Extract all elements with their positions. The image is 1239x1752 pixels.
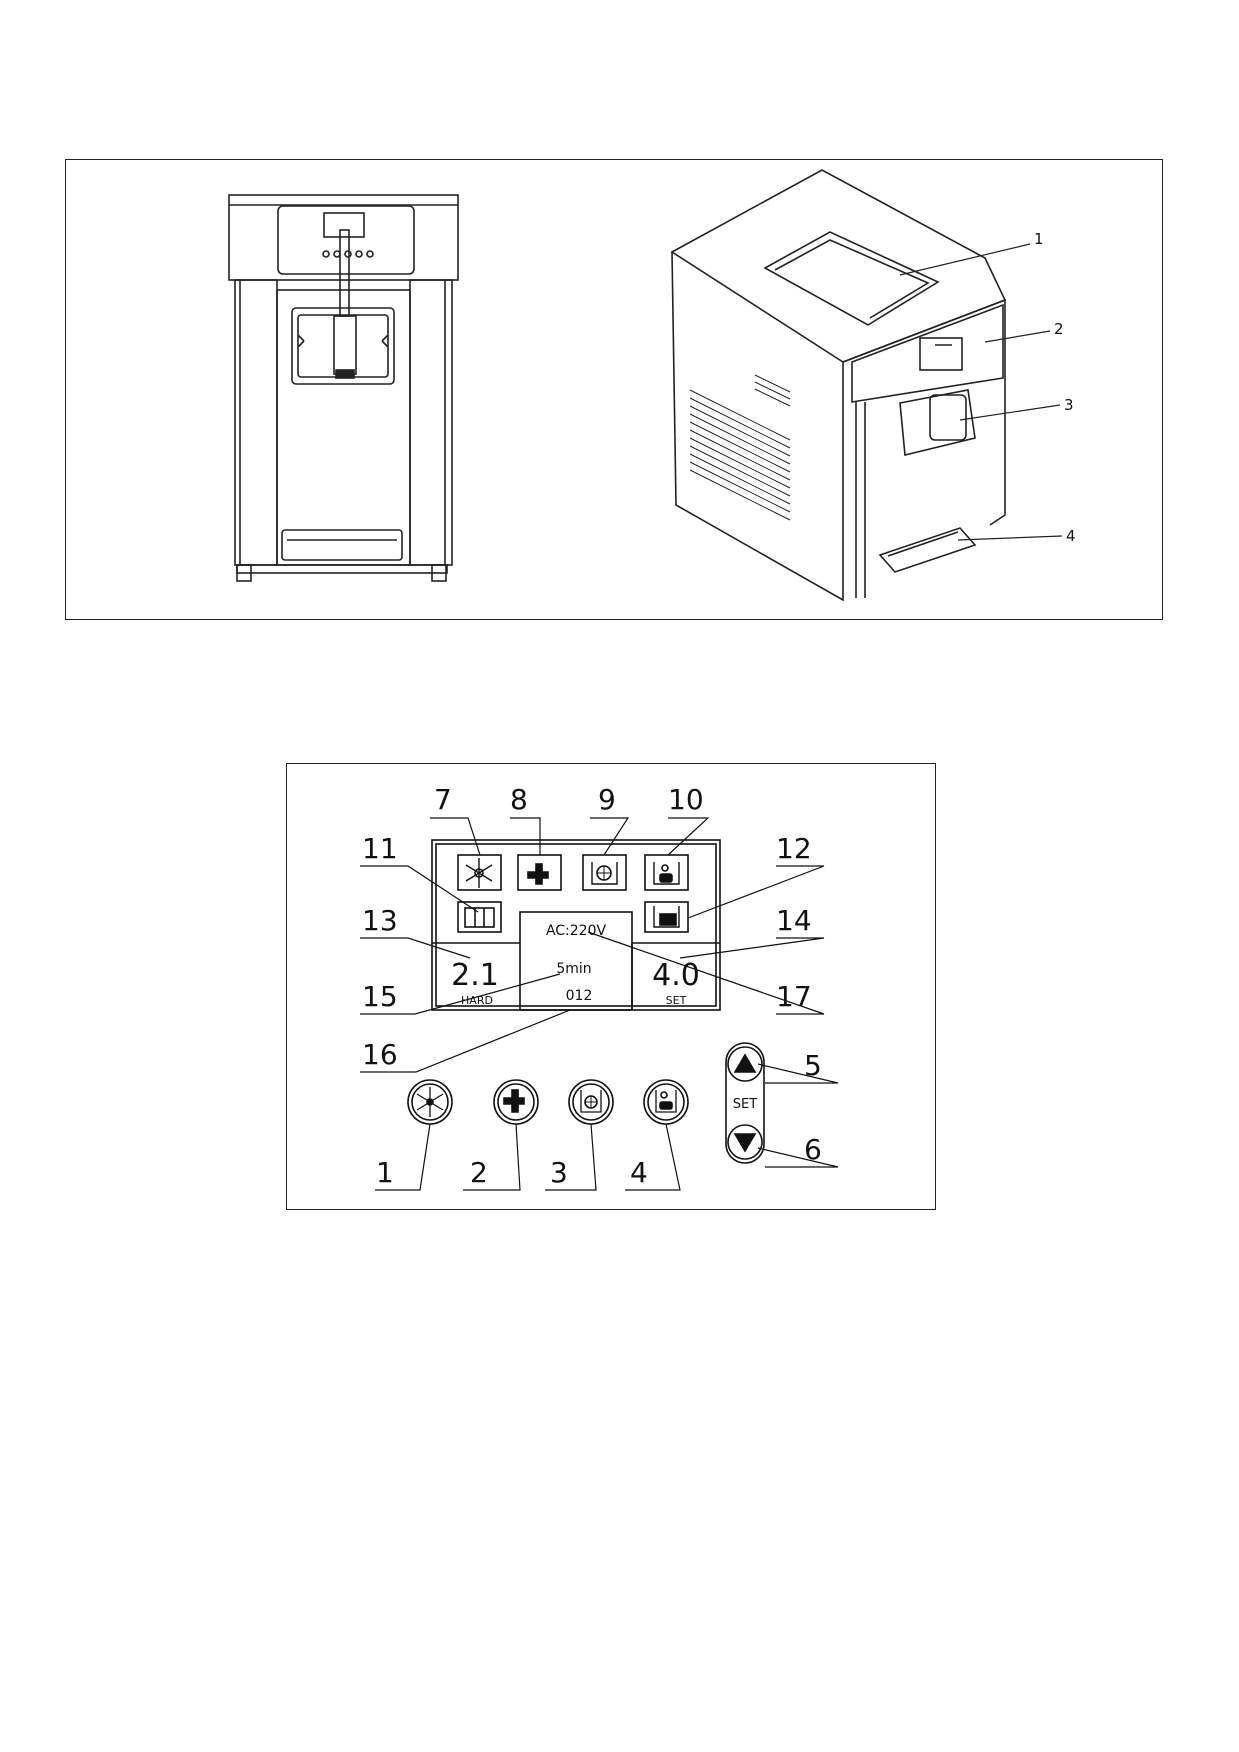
machine-callout-3: 3	[1064, 396, 1074, 414]
machine-diagram: 1 2 3 4	[228, 169, 1076, 602]
machine-perspective-view	[670, 169, 1007, 602]
machine-callout-1: 1	[1034, 230, 1044, 248]
front-panel-buttons	[322, 250, 374, 258]
vent-grille	[689, 374, 791, 521]
machine-callout-2: 2	[1054, 320, 1064, 338]
machine-diagram-frame	[65, 159, 1163, 620]
machine-callout-4: 4	[1066, 527, 1076, 545]
control-panel-diagram-frame	[286, 763, 936, 1210]
machine-callout-leaders	[899, 243, 1063, 541]
machine-front-view	[228, 194, 459, 582]
